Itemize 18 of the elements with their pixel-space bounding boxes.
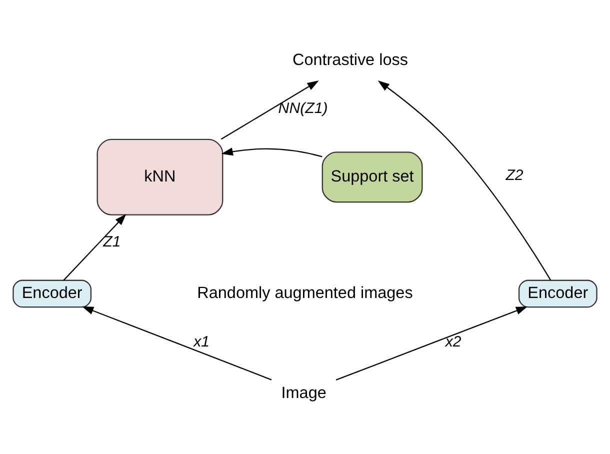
arrow: [63, 214, 126, 281]
arrow: [221, 148, 322, 158]
arrow: [220, 80, 319, 140]
node-text: Image: [281, 384, 326, 402]
edge-label: x1: [194, 333, 210, 350]
arrow: [82, 306, 272, 380]
node-box: Encoder: [12, 280, 92, 308]
edge-label: x2: [445, 333, 462, 350]
edge-label: Z2: [506, 166, 524, 184]
node-box: kNN: [96, 138, 224, 216]
node-box: Support set: [322, 152, 423, 203]
edge-label: NN(Z1): [278, 100, 328, 118]
node-text: Contrastive loss: [292, 50, 408, 69]
edge-label: Z1: [103, 234, 121, 251]
node-box: Encoder: [518, 280, 598, 308]
arrow: [378, 80, 552, 280]
label: Randomly augmented images: [197, 284, 413, 302]
arrow: [336, 306, 528, 381]
